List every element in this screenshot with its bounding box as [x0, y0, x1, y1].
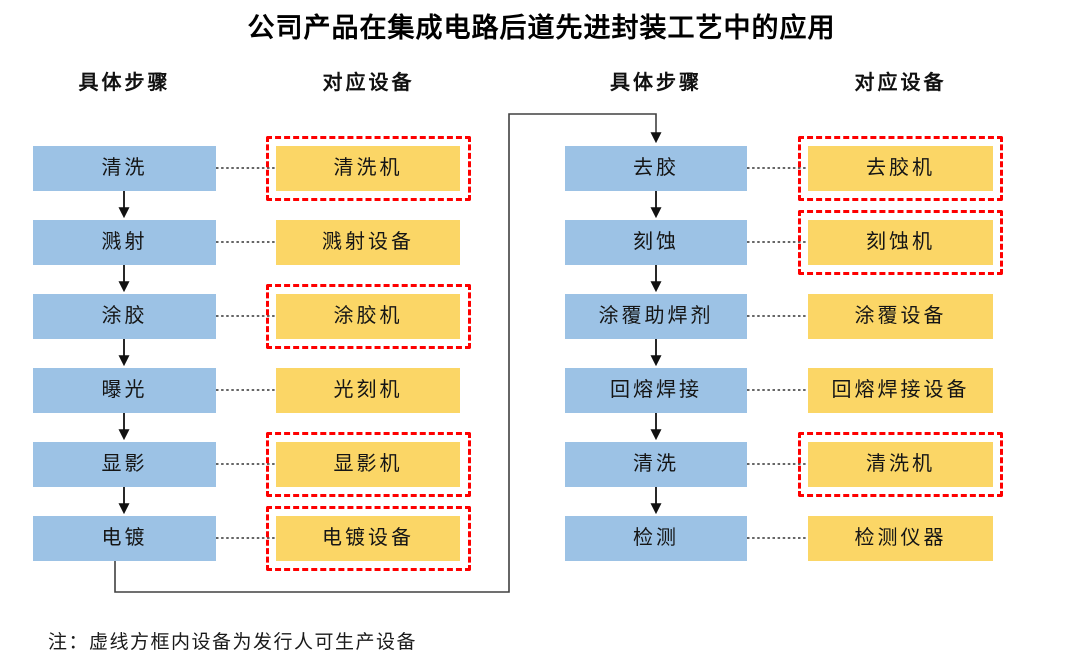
producible-frame [266, 506, 471, 571]
step-box: 回熔焊接 [565, 368, 747, 413]
step-box: 去胶 [565, 146, 747, 191]
equipment-box: 涂胶机 [276, 294, 460, 339]
step-box: 电镀 [33, 516, 216, 561]
equipment-box: 清洗机 [276, 146, 460, 191]
equipment-box: 回熔焊接设备 [808, 368, 993, 413]
step-box: 涂覆助焊剂 [565, 294, 747, 339]
figure-title: 公司产品在集成电路后道先进封装工艺中的应用 [247, 13, 836, 43]
equipment-box: 光刻机 [276, 368, 460, 413]
step-box: 涂胶 [33, 294, 216, 339]
equipment-box: 去胶机 [808, 146, 993, 191]
producible-frame [266, 432, 471, 497]
equipment-box: 溅射设备 [276, 220, 460, 265]
producible-frame [798, 210, 1003, 275]
step-box: 溅射 [33, 220, 216, 265]
step-box: 清洗 [565, 442, 747, 487]
equipment-box: 刻蚀机 [808, 220, 993, 265]
equipment-box: 清洗机 [808, 442, 993, 487]
equipment-box: 显影机 [276, 442, 460, 487]
step-box: 清洗 [33, 146, 216, 191]
right-equipment-header: 对应设备 [854, 72, 947, 94]
left-equipment-header: 对应设备 [322, 72, 415, 94]
step-box: 显影 [33, 442, 216, 487]
producible-frame [266, 136, 471, 201]
right-step-header: 具体步骤 [610, 72, 702, 94]
producible-frame [266, 284, 471, 349]
step-box: 曝光 [33, 368, 216, 413]
equipment-box: 电镀设备 [276, 516, 460, 561]
equipment-box: 涂覆设备 [808, 294, 993, 339]
producible-frame [798, 136, 1003, 201]
step-box: 检测 [565, 516, 747, 561]
left-step-header: 具体步骤 [78, 72, 171, 94]
producible-frame [798, 432, 1003, 497]
footnote: 注：虚线方框内设备为发行人可生产设备 [48, 632, 418, 653]
equipment-box: 检测仪器 [808, 516, 993, 561]
step-box: 刻蚀 [565, 220, 747, 265]
